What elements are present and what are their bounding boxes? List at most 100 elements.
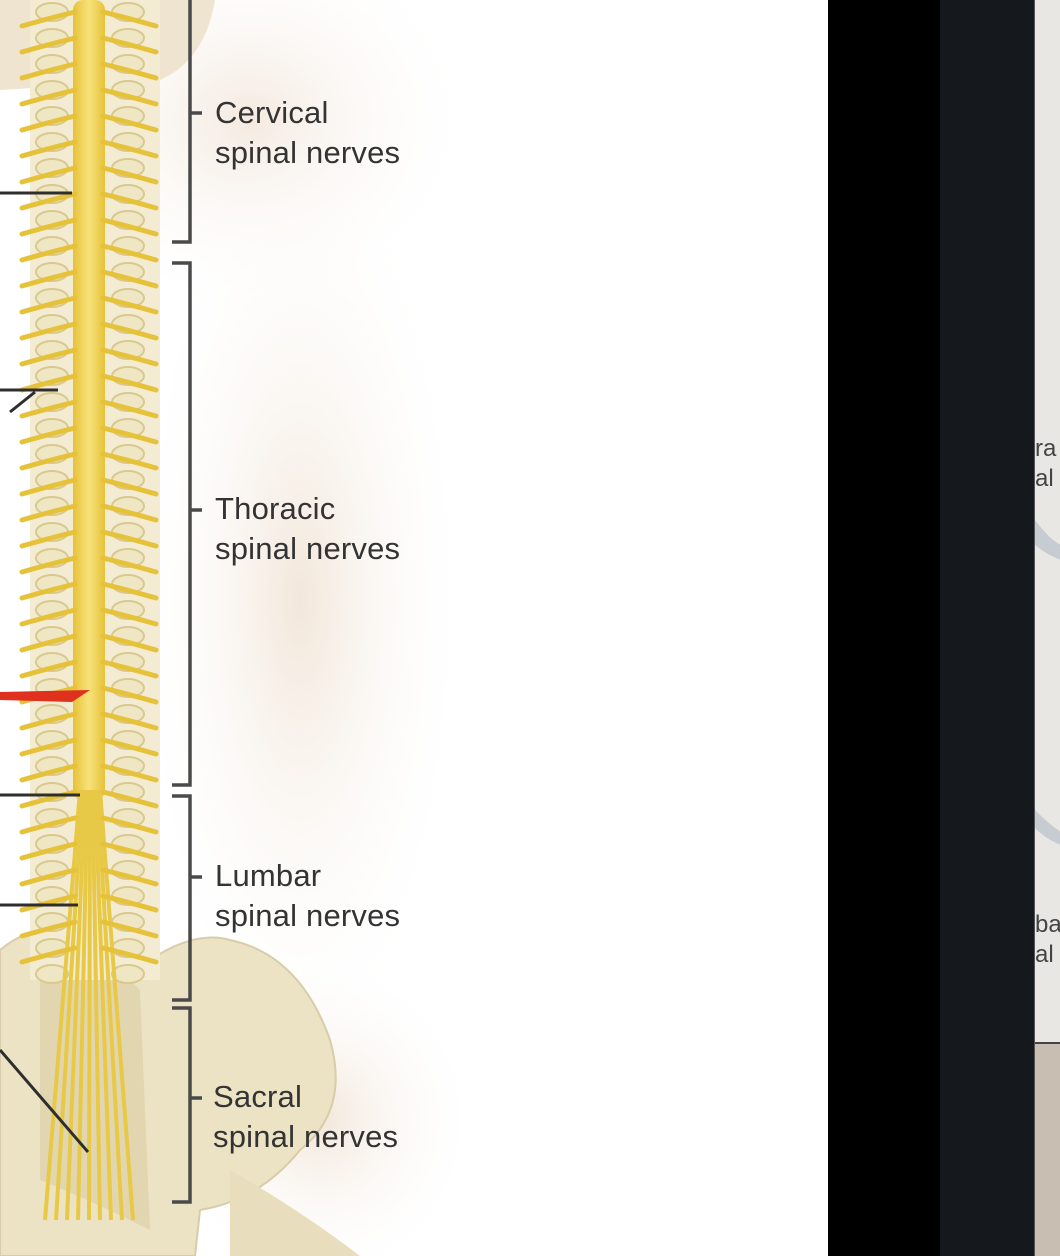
nerve-root [19, 321, 78, 341]
nerve-root [19, 841, 78, 861]
nerve-root [19, 893, 78, 913]
nerve-root [100, 87, 159, 107]
cauda-equina [43, 789, 135, 1221]
nerve-root [19, 35, 78, 55]
nerve-root [100, 139, 159, 159]
nerve-root [100, 243, 159, 263]
nerve-root [100, 373, 159, 393]
nerve-root [19, 87, 78, 107]
nerve-root [100, 893, 159, 913]
nerve-root [100, 685, 159, 705]
nerve-root [100, 191, 159, 211]
label-line: spinal nerves [215, 531, 401, 566]
nerve-root [100, 165, 159, 185]
nerve-root [100, 789, 159, 809]
cauda-nerve [65, 789, 87, 1221]
nerve-root [100, 295, 159, 315]
label-thoracic: Thoracic spinal nerves [215, 489, 400, 569]
nerve-root [19, 425, 78, 445]
nerve-root [19, 919, 78, 939]
label-line: spinal nerves [215, 898, 401, 933]
black-panel [828, 0, 940, 1256]
label-line: Thoracic [215, 491, 336, 526]
nerve-root [19, 61, 78, 81]
nerve-root [100, 113, 159, 133]
label-lumbar: Lumbar spinal nerves [215, 856, 400, 936]
bracket-lumbar [172, 794, 192, 1002]
nerve-root [100, 217, 159, 237]
nerve-root [100, 35, 159, 55]
label-line: spinal nerves [215, 135, 401, 170]
nerve-root [100, 425, 159, 445]
nerve-root [19, 451, 78, 471]
nerve-root [100, 451, 159, 471]
nerve-root [100, 711, 159, 731]
nerve-root [19, 815, 78, 835]
nerve-root [100, 269, 159, 289]
nerve-root [19, 113, 78, 133]
fragment-lower: ba al [1035, 910, 1060, 970]
nerve-root [19, 139, 78, 159]
nerve-root [19, 191, 78, 211]
nerve-root [19, 243, 78, 263]
nerve-root [19, 867, 78, 887]
nerve-root [100, 919, 159, 939]
nerve-root [100, 503, 159, 523]
fragment-line: ra [1035, 435, 1057, 462]
nerve-root [100, 815, 159, 835]
fragment-line: al [1035, 465, 1054, 492]
fragment-upper: ra al [1035, 434, 1056, 494]
nerve-root [100, 477, 159, 497]
nerve-root [100, 529, 159, 549]
dark-panel [940, 0, 1034, 1256]
femur-head [230, 1170, 360, 1256]
cauda-nerve [87, 789, 92, 1221]
nerve-root [19, 789, 78, 809]
vertebra [111, 964, 145, 984]
nerve-root [100, 737, 159, 757]
pointer-line [0, 1049, 90, 1153]
nerve-root [100, 945, 159, 965]
fragment-line: ba [1035, 911, 1060, 938]
vertebra [35, 964, 69, 984]
label-line: spinal nerves [213, 1119, 399, 1154]
region-brackets [172, 0, 202, 1204]
nerve-root [19, 9, 78, 29]
nerve-root [100, 555, 159, 575]
nerve-root [100, 607, 159, 627]
nerve-root [19, 581, 78, 601]
nerve-root [19, 399, 78, 419]
nerve-root [100, 867, 159, 887]
fragment-line: al [1035, 941, 1054, 968]
nerve-root [19, 503, 78, 523]
nerve-root [19, 529, 78, 549]
spinal-cord [73, 0, 105, 800]
nerve-root [19, 217, 78, 237]
nerve-root [19, 165, 78, 185]
label-line: Cervical [215, 95, 329, 130]
nerve-root [19, 711, 78, 731]
adjacent-image-strip: ra al ba al [1034, 0, 1060, 1256]
label-cervical: Cervical spinal nerves [215, 93, 400, 173]
cauda-nerve [90, 789, 102, 1221]
pointer-line [9, 390, 36, 414]
label-sacral: Sacral spinal nerves [213, 1077, 398, 1157]
cauda-nerve [93, 789, 113, 1221]
background-shading [130, 120, 470, 1080]
label-line: Sacral [213, 1079, 303, 1114]
nerve-root [100, 763, 159, 783]
nerve-root [100, 61, 159, 81]
nerve-root [100, 9, 159, 29]
spine-illustration [0, 0, 480, 1256]
label-line: Lumbar [215, 858, 322, 893]
cauda-nerve [76, 789, 90, 1221]
nerve-root [19, 737, 78, 757]
pointer-lines [0, 191, 90, 1153]
nerve-root [19, 269, 78, 289]
nerve-root [100, 841, 159, 861]
nerve-root [19, 295, 78, 315]
nerve-root [100, 399, 159, 419]
bracket-cervical [172, 0, 192, 244]
adjacent-image-art [1035, 0, 1060, 1256]
nerve-root [19, 763, 78, 783]
